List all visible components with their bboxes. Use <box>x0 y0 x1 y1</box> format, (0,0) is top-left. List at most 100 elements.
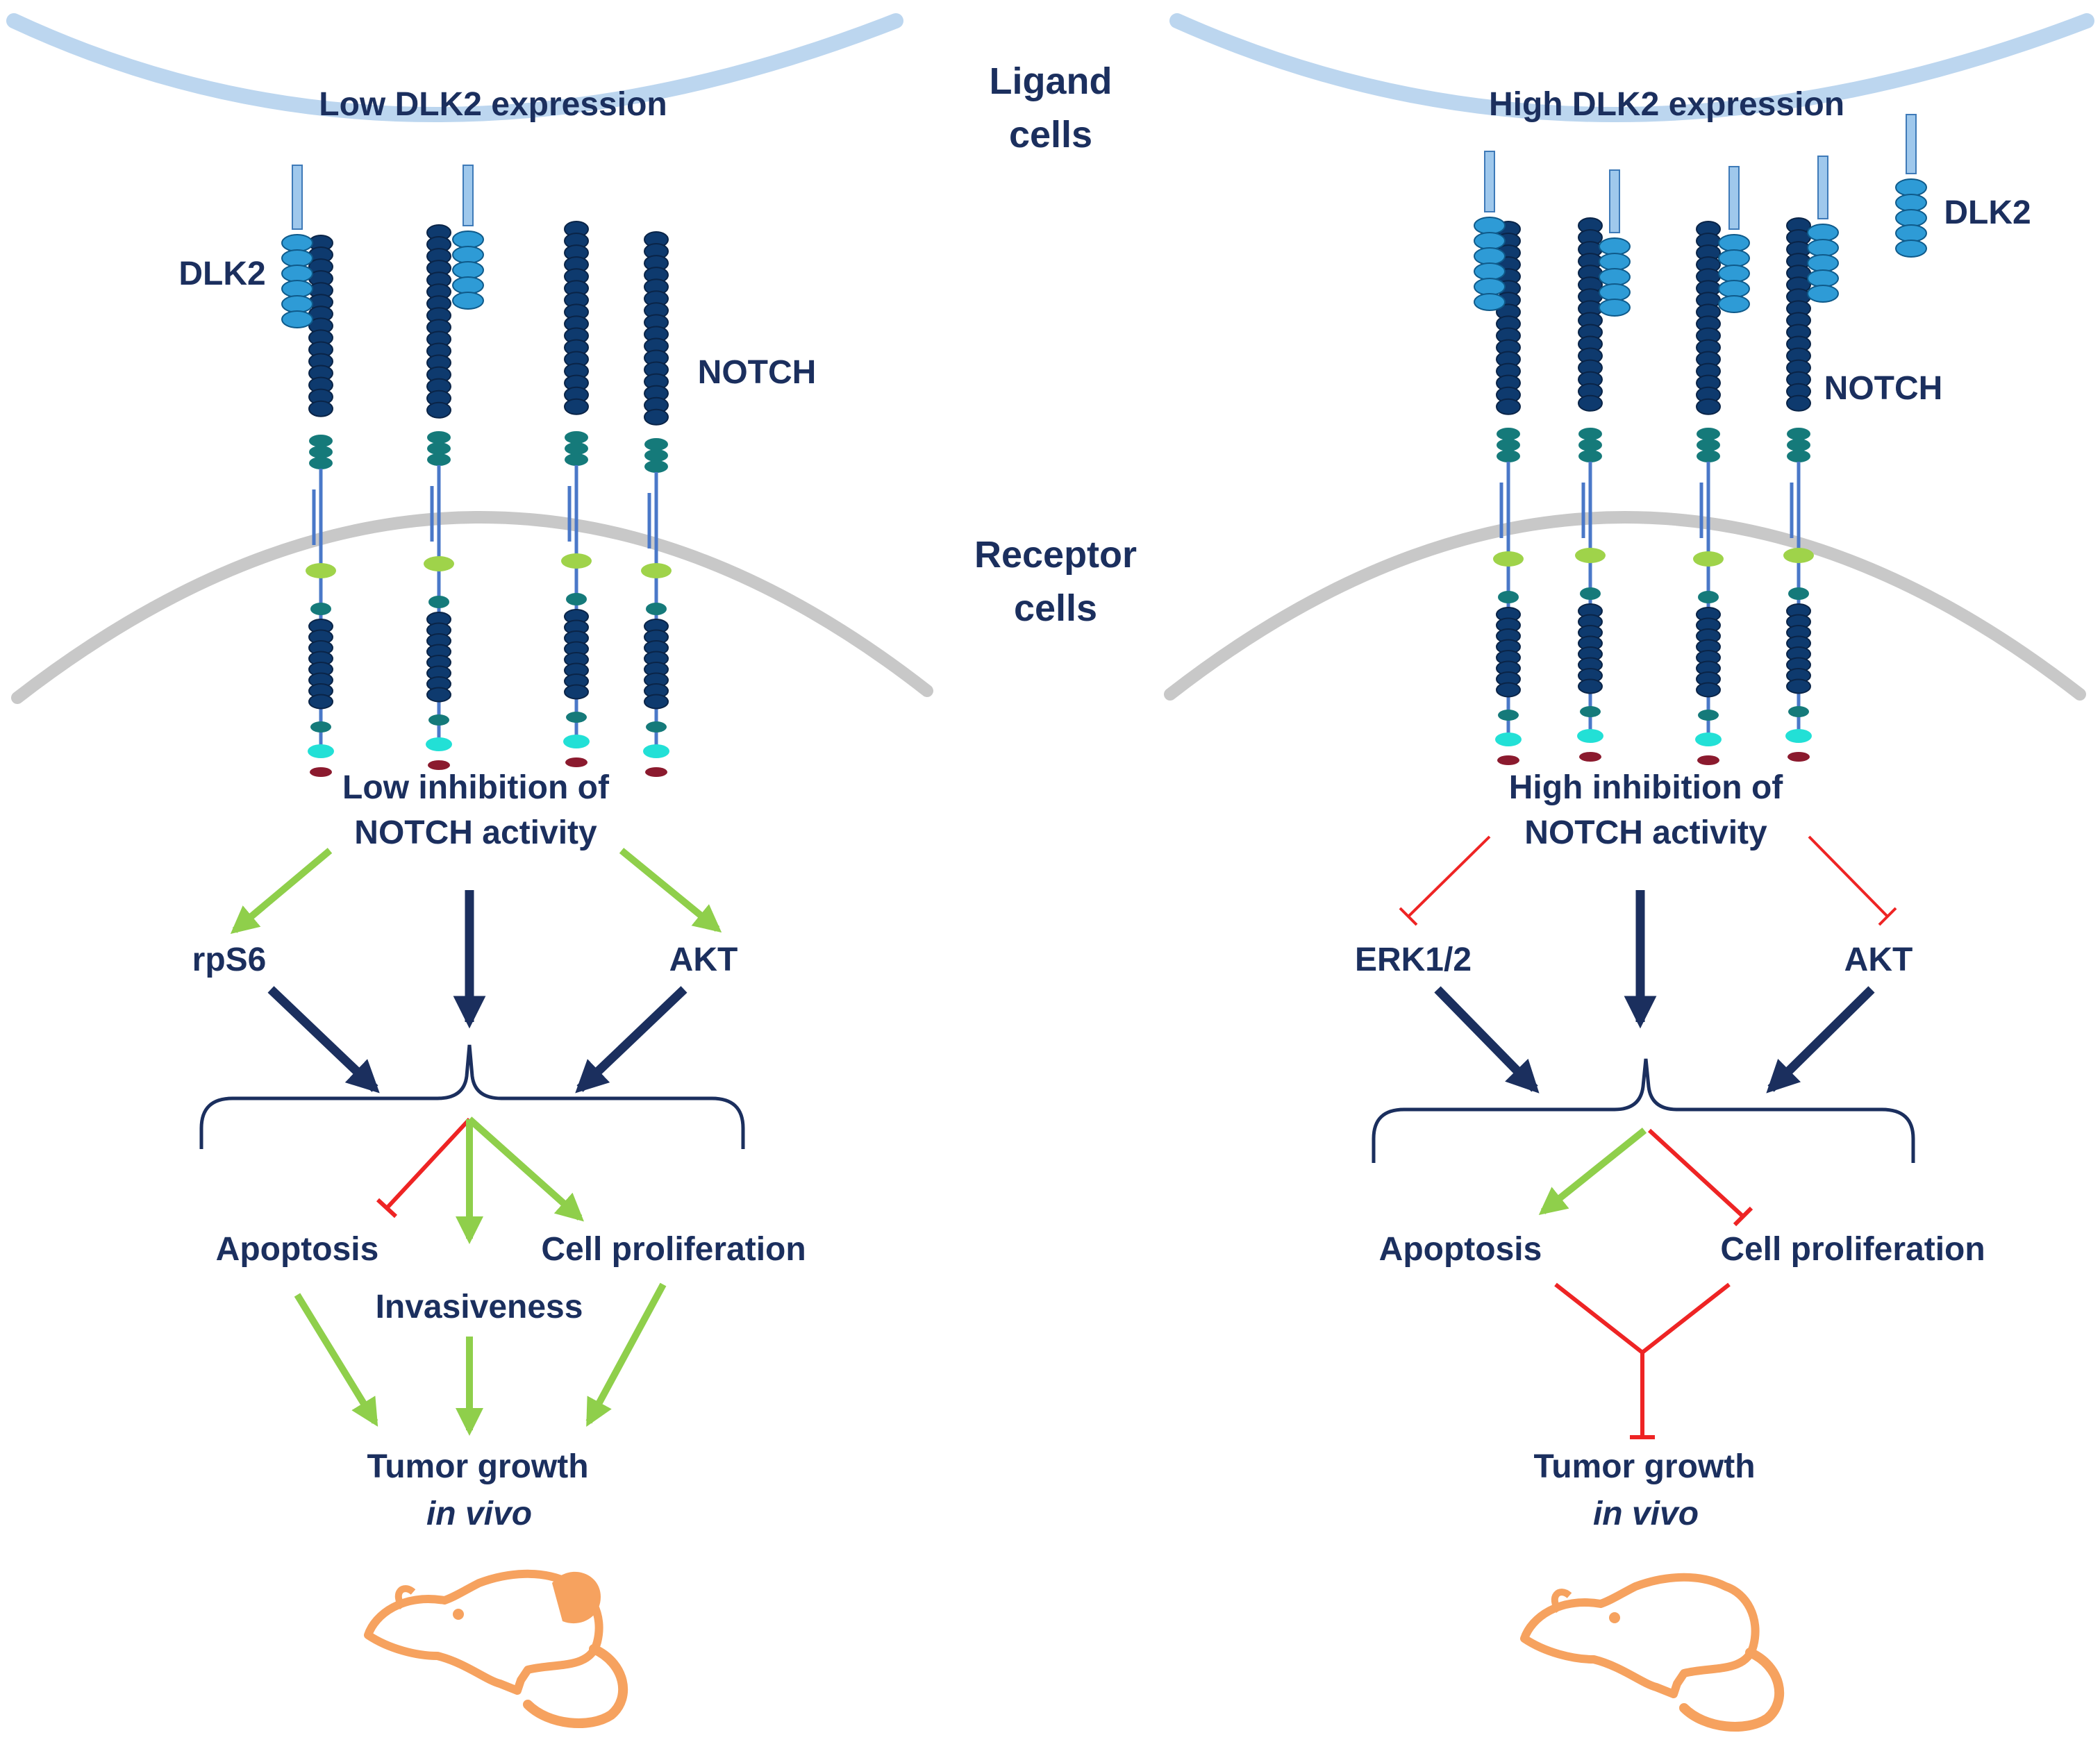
arrow-apoptosis-to-tumor <box>294 1293 378 1427</box>
dlk2-right-4-egf-repeat <box>1807 269 1839 287</box>
ligand-cells-label-2: cells <box>1009 114 1092 156</box>
notch-right-2-tad-domain <box>1580 706 1601 717</box>
notch-right-4-lnr-domain <box>1787 428 1810 440</box>
dlk2-right-1-stalk <box>1484 151 1495 212</box>
notch-left-2-lnr-domain <box>427 453 451 466</box>
arrow-to-proliferation-left <box>467 1116 584 1222</box>
notch-dlk2-molecules <box>281 114 1927 777</box>
notch-left-3-ram-domain <box>566 593 587 605</box>
dlk2-right-2-stalk <box>1609 169 1620 233</box>
notch-right-1-lnr-domain <box>1497 439 1520 451</box>
notch-right-4-transmembrane <box>1783 548 1814 563</box>
dlk2-left-1-egf-repeat <box>281 234 313 252</box>
notch-left-2-ram-domain <box>428 596 449 608</box>
dlk2-right-4-egf-repeat <box>1807 239 1839 257</box>
dlk2-left-2-egf-repeat <box>452 246 484 264</box>
notch-right-2-lnr-domain <box>1578 428 1602 440</box>
dlk2-right-4-stalk <box>1817 156 1828 219</box>
notch-left-1-ram-domain <box>310 603 331 615</box>
notch-left-4-tad-domain <box>646 721 667 732</box>
notch-left-1-c-terminus <box>310 767 332 777</box>
left-inhibition-label-2: NOTCH activity <box>354 814 597 851</box>
notch-left-4-lnr-domain <box>644 449 668 462</box>
receptor-cells-label: Receptor <box>974 534 1137 576</box>
dlk2-right-4-egf-repeat <box>1807 224 1839 242</box>
notch-left-2-lnr-domain <box>427 431 451 444</box>
notch-right-2-ram-domain <box>1580 587 1601 600</box>
notch-left-2-transmembrane <box>424 556 454 571</box>
notch-left-3-transmembrane <box>561 553 592 569</box>
mouse-icon-left <box>364 1569 628 1728</box>
notch-left-3-lnr-domain <box>565 453 588 466</box>
dlk2-right-3-stalk <box>1728 166 1740 230</box>
notch-left-3-pest-domain <box>563 735 590 748</box>
ligand-cells-label: Ligand <box>990 60 1112 102</box>
dlk2-right-free-egf-repeat <box>1895 194 1927 212</box>
dlk2-right-3-egf-repeat <box>1718 295 1750 313</box>
dlk2-right-1-egf-repeat <box>1474 232 1506 250</box>
right-tumor-growth-label: Tumor growth <box>1533 1448 1755 1485</box>
dlk2-left-1-stalk <box>292 165 303 230</box>
ligand-cell-membrane-right <box>1169 13 2094 122</box>
dlk2-right-free-stalk <box>1906 114 1917 174</box>
notch-left-2-ankyrin-repeat <box>426 687 451 703</box>
dlk2-right-1-egf-repeat <box>1474 217 1506 235</box>
notch-left-1-lnr-domain <box>309 457 333 469</box>
dlk2-right-4-egf-repeat <box>1807 254 1839 272</box>
dlk2-right-2-egf-repeat <box>1599 268 1631 286</box>
right-inhibition-label-2: NOTCH activity <box>1524 814 1767 851</box>
arrow-akt-to-bracket <box>575 986 688 1094</box>
dlk2-right-3-egf-repeat <box>1718 265 1750 283</box>
notch-left-3-tad-domain <box>566 712 587 723</box>
notch-left-1-pest-domain <box>308 744 334 758</box>
arrow-akt-right-to-bracket <box>1766 986 1875 1094</box>
left-apoptosis-label: Apoptosis <box>216 1231 379 1268</box>
left-brace <box>199 1044 745 1149</box>
right-notch-label: NOTCH <box>1824 370 1943 407</box>
inhibit-merge-to-tumor <box>1554 1282 1731 1355</box>
notch-left-2-pest-domain <box>426 737 452 751</box>
left-title: Low DLK2 expression <box>319 86 667 123</box>
notch-right-2-transmembrane <box>1575 548 1606 563</box>
dlk2-right-4-egf-repeat <box>1807 285 1839 303</box>
notch-right-3-ram-domain <box>1698 591 1719 603</box>
dlk2-right-1-egf-repeat <box>1474 293 1506 311</box>
notch-left-4-pest-domain <box>643 744 669 758</box>
right-erk-label: ERK1/2 <box>1355 941 1472 978</box>
notch-left-1-tad-domain <box>310 721 331 732</box>
ligand-cell-membrane-left <box>6 13 903 122</box>
dlk2-left-2-egf-repeat <box>452 261 484 279</box>
notch-right-4-lnr-domain <box>1787 450 1810 462</box>
dlk2-right-1-egf-repeat <box>1474 247 1506 265</box>
arrow-rps6-to-bracket <box>267 986 380 1094</box>
notch-right-3-tad-domain <box>1698 710 1719 721</box>
notch-right-1-ram-domain <box>1498 591 1519 603</box>
arrow-left-to-rps6 <box>230 848 333 935</box>
notch-right-4-pest-domain <box>1785 729 1812 743</box>
dlk2-right-2-egf-repeat <box>1599 253 1631 271</box>
notch-right-3-ankyrin-repeat <box>1696 682 1721 698</box>
notch-right-4-c-terminus <box>1788 752 1810 762</box>
left-cell-proliferation-label: Cell proliferation <box>541 1231 806 1268</box>
arrow-erk-to-bracket <box>1434 986 1540 1094</box>
notch-left-4-lnr-domain <box>644 438 668 451</box>
notch-left-4-egf-repeat <box>644 408 669 426</box>
notch-right-2-pest-domain <box>1577 729 1603 743</box>
notch-right-4-ram-domain <box>1788 587 1809 600</box>
notch-right-2-ankyrin-repeat <box>1578 678 1603 694</box>
notch-left-2-lnr-domain <box>427 442 451 455</box>
notch-left-1-lnr-domain <box>309 446 333 458</box>
right-inhibition-label: High inhibition of <box>1509 769 1784 806</box>
notch-left-3-lnr-domain <box>565 442 588 455</box>
notch-right-1-pest-domain <box>1495 732 1522 746</box>
notch-right-2-lnr-domain <box>1578 450 1602 462</box>
right-dlk2-label: DLK2 <box>1944 194 2031 231</box>
notch-left-3-c-terminus <box>565 757 588 767</box>
dlk2-right-3-egf-repeat <box>1718 280 1750 298</box>
right-in-vivo-label: in vivo <box>1593 1496 1699 1532</box>
dlk2-right-2-egf-repeat <box>1599 237 1631 256</box>
dlk2-left-1-egf-repeat <box>281 295 313 313</box>
left-akt-label: AKT <box>669 941 738 978</box>
notch-left-4-ram-domain <box>646 603 667 615</box>
notch-left-2-c-terminus <box>428 760 450 770</box>
